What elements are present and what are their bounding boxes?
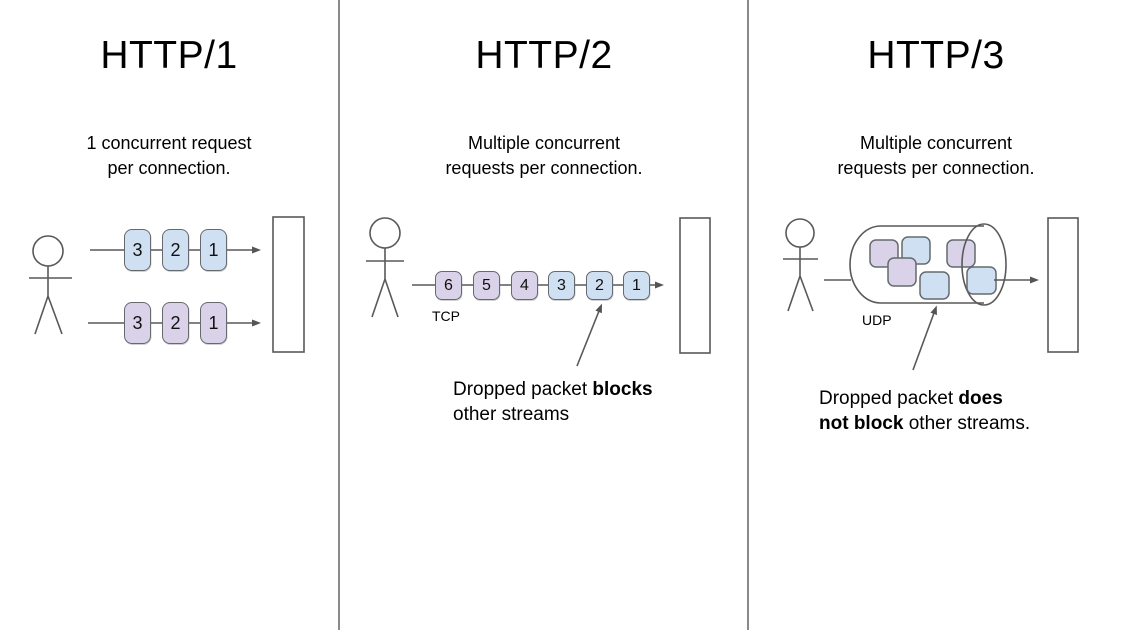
annotation-line: not block other streams. — [819, 411, 1030, 436]
http1-server-box — [272, 216, 305, 353]
http3-server-box — [1047, 217, 1079, 353]
packet-box: 1 — [623, 271, 650, 300]
packet-box: 1 — [200, 302, 227, 344]
annotation-text: other streams. — [903, 413, 1031, 434]
packet-box: 4 — [511, 271, 538, 300]
protocol-label: UDP — [862, 312, 892, 328]
udp-packet — [887, 257, 917, 287]
protocol-label: TCP — [432, 308, 460, 324]
annotation-line: Dropped packet blocks — [453, 377, 653, 402]
udp-packet — [919, 271, 950, 300]
http3-udp-tube — [849, 223, 1007, 306]
packet-box: 2 — [162, 229, 189, 271]
packet-box: 3 — [124, 229, 151, 271]
packet-box: 1 — [200, 229, 227, 271]
http2-stick-figure — [366, 217, 404, 318]
person-body-icon — [29, 266, 72, 335]
column-divider — [747, 0, 749, 630]
column-description: 1 concurrent request per connection. — [86, 133, 252, 178]
annotation-line: Dropped packet does — [819, 386, 1030, 411]
http2-dropped-packet-pointer-arrow — [576, 303, 602, 367]
annotation-bold-text: not block — [819, 413, 904, 434]
packet-box: 3 — [548, 271, 575, 300]
annotation-bold-text: blocks — [592, 379, 653, 400]
tube-mouth — [961, 223, 1007, 306]
column-description: Multiple concurrent requests per connect… — [445, 133, 643, 178]
http3-dropped-packet-pointer-arrow — [912, 305, 937, 371]
tube-body — [849, 225, 984, 304]
dropped-packet-annotation: Dropped packet does not block other stre… — [819, 386, 1030, 436]
packet-box: 5 — [473, 271, 500, 300]
annotation-text: Dropped packet — [453, 379, 593, 400]
page-title: HTTP/2 — [475, 34, 613, 77]
dropped-packet-annotation: Dropped packet blocks other streams — [453, 377, 653, 427]
page-title: HTTP/3 — [867, 34, 1005, 77]
http2-server-box — [679, 217, 711, 354]
person-body-icon — [366, 248, 404, 318]
http3-stick-figure — [783, 218, 818, 312]
http1-stick-figure — [29, 235, 72, 335]
annotation-text: Dropped packet — [819, 388, 959, 409]
packet-box: 6 — [435, 271, 462, 300]
annotation-text: other streams — [453, 404, 570, 425]
annotation-line: other streams — [453, 402, 653, 427]
column-description: Multiple concurrent requests per connect… — [837, 133, 1035, 178]
packet-box: 2 — [586, 271, 613, 300]
column-divider — [338, 0, 340, 630]
person-body-icon — [783, 247, 818, 312]
udp-packet — [946, 239, 976, 268]
annotation-bold-text: does — [958, 388, 1003, 409]
packet-box: 3 — [124, 302, 151, 344]
page-title: HTTP/1 — [100, 34, 238, 77]
packet-box: 2 — [162, 302, 189, 344]
